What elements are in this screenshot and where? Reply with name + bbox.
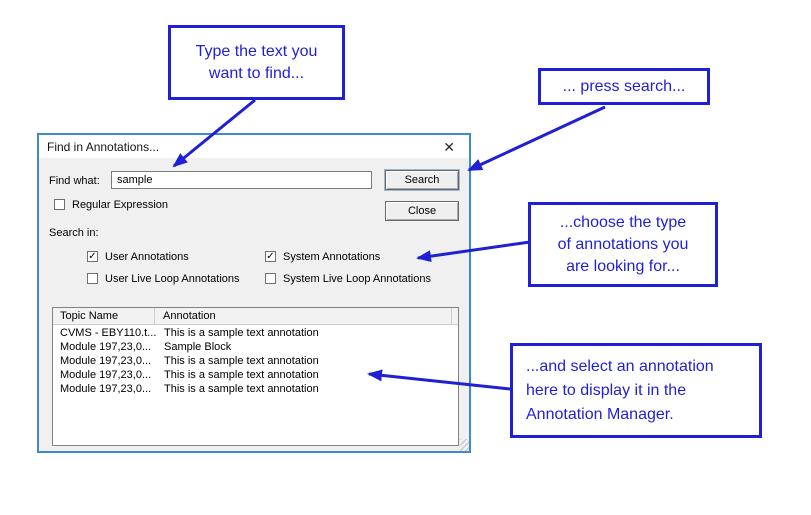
checkbox-label: Regular Expression bbox=[72, 198, 168, 211]
cell-annotation: This is a sample text annotation bbox=[164, 355, 319, 367]
cell-annotation: This is a sample text annotation bbox=[164, 369, 319, 381]
results-list[interactable]: Topic Name Annotation CVMS - EBY110.t...… bbox=[52, 307, 459, 446]
checkbox-label: User Annotations bbox=[105, 250, 189, 263]
table-row[interactable]: Module 197,23,0... This is a sample text … bbox=[53, 354, 458, 368]
dialog-title: Find in Annotations... bbox=[47, 139, 160, 154]
cell-topic-name: Module 197,23,0... bbox=[60, 341, 152, 353]
arrow-to-search-button bbox=[467, 105, 606, 172]
checkbox-regular-expression[interactable]: Regular Expression bbox=[54, 198, 168, 211]
checkbox-box[interactable]: ✓ bbox=[265, 251, 276, 262]
checkbox-box[interactable]: ✓ bbox=[87, 251, 98, 262]
callout-press-search: ... press search... bbox=[538, 68, 710, 105]
callout-choose-type: ...choose the type of annotations you ar… bbox=[528, 202, 718, 287]
table-row[interactable]: Module 197,23,0... This is a sample text … bbox=[53, 382, 458, 396]
checkbox-label: System Live Loop Annotations bbox=[283, 272, 431, 285]
resize-grip[interactable] bbox=[460, 439, 469, 451]
cell-topic-name: Module 197,23,0... bbox=[60, 383, 152, 395]
close-button[interactable]: Close bbox=[385, 201, 459, 221]
checkbox-box[interactable] bbox=[87, 273, 98, 284]
checkbox-label: User Live Loop Annotations bbox=[105, 272, 240, 285]
find-in-annotations-dialog: Find in Annotations... ✕ Find what: samp… bbox=[37, 133, 471, 453]
results-rows: CVMS - EBY110.t... This is a sample text … bbox=[53, 326, 458, 396]
table-row[interactable]: Module 197,23,0... This is a sample text … bbox=[53, 368, 458, 382]
checkbox-system-live-loop-annotations[interactable]: System Live Loop Annotations bbox=[265, 272, 457, 285]
checkbox-user-live-loop-annotations[interactable]: User Live Loop Annotations bbox=[87, 272, 265, 285]
results-list-header: Topic Name Annotation bbox=[53, 308, 458, 325]
close-icon[interactable]: ✕ bbox=[443, 138, 455, 155]
checkbox-system-annotations[interactable]: ✓ System Annotations bbox=[265, 250, 457, 263]
cell-topic-name: Module 197,23,0... bbox=[60, 355, 152, 367]
search-in-label: Search in: bbox=[49, 227, 99, 239]
table-row[interactable]: Module 197,23,0... Sample Block bbox=[53, 340, 458, 354]
cell-annotation: Sample Block bbox=[164, 341, 232, 353]
cell-annotation: This is a sample text annotation bbox=[164, 327, 319, 339]
find-what-input[interactable]: sample bbox=[111, 171, 372, 189]
checkbox-user-annotations[interactable]: ✓ User Annotations bbox=[87, 250, 265, 263]
column-header-topic-name[interactable]: Topic Name bbox=[53, 308, 155, 324]
callout-type-text: Type the text you want to find... bbox=[168, 25, 345, 100]
column-header-annotation[interactable]: Annotation bbox=[155, 308, 452, 324]
find-what-label: Find what: bbox=[49, 175, 100, 187]
cell-topic-name: Module 197,23,0... bbox=[60, 369, 152, 381]
search-button[interactable]: Search bbox=[384, 169, 460, 191]
cell-annotation: This is a sample text annotation bbox=[164, 383, 319, 395]
checkbox-box[interactable] bbox=[265, 273, 276, 284]
checkbox-box[interactable] bbox=[54, 199, 65, 210]
dialog-titlebar[interactable]: Find in Annotations... ✕ bbox=[39, 135, 469, 158]
table-row[interactable]: CVMS - EBY110.t... This is a sample text … bbox=[53, 326, 458, 340]
cell-topic-name: CVMS - EBY110.t... bbox=[60, 327, 156, 339]
checkbox-label: System Annotations bbox=[283, 250, 381, 263]
callout-select-annotation: ...and select an annotation here to disp… bbox=[510, 343, 762, 438]
